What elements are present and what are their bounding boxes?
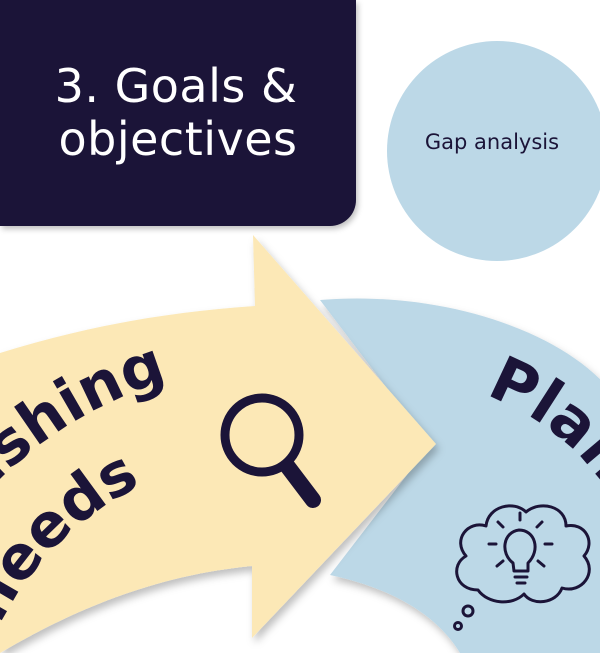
plan-stage-band bbox=[320, 298, 600, 653]
magnifying-glass-icon bbox=[220, 393, 321, 508]
establishing-needs-arrow bbox=[0, 235, 436, 653]
gap-analysis-label: Gap analysis bbox=[424, 130, 560, 154]
lightbulb-thought-icon bbox=[453, 504, 591, 631]
gap-analysis-bubble bbox=[387, 41, 600, 261]
title-line-1: 3. Goals & bbox=[54, 59, 298, 114]
goals-objectives-box: 3. Goals & objectives bbox=[0, 0, 356, 226]
title-line-2: objectives bbox=[58, 112, 298, 166]
